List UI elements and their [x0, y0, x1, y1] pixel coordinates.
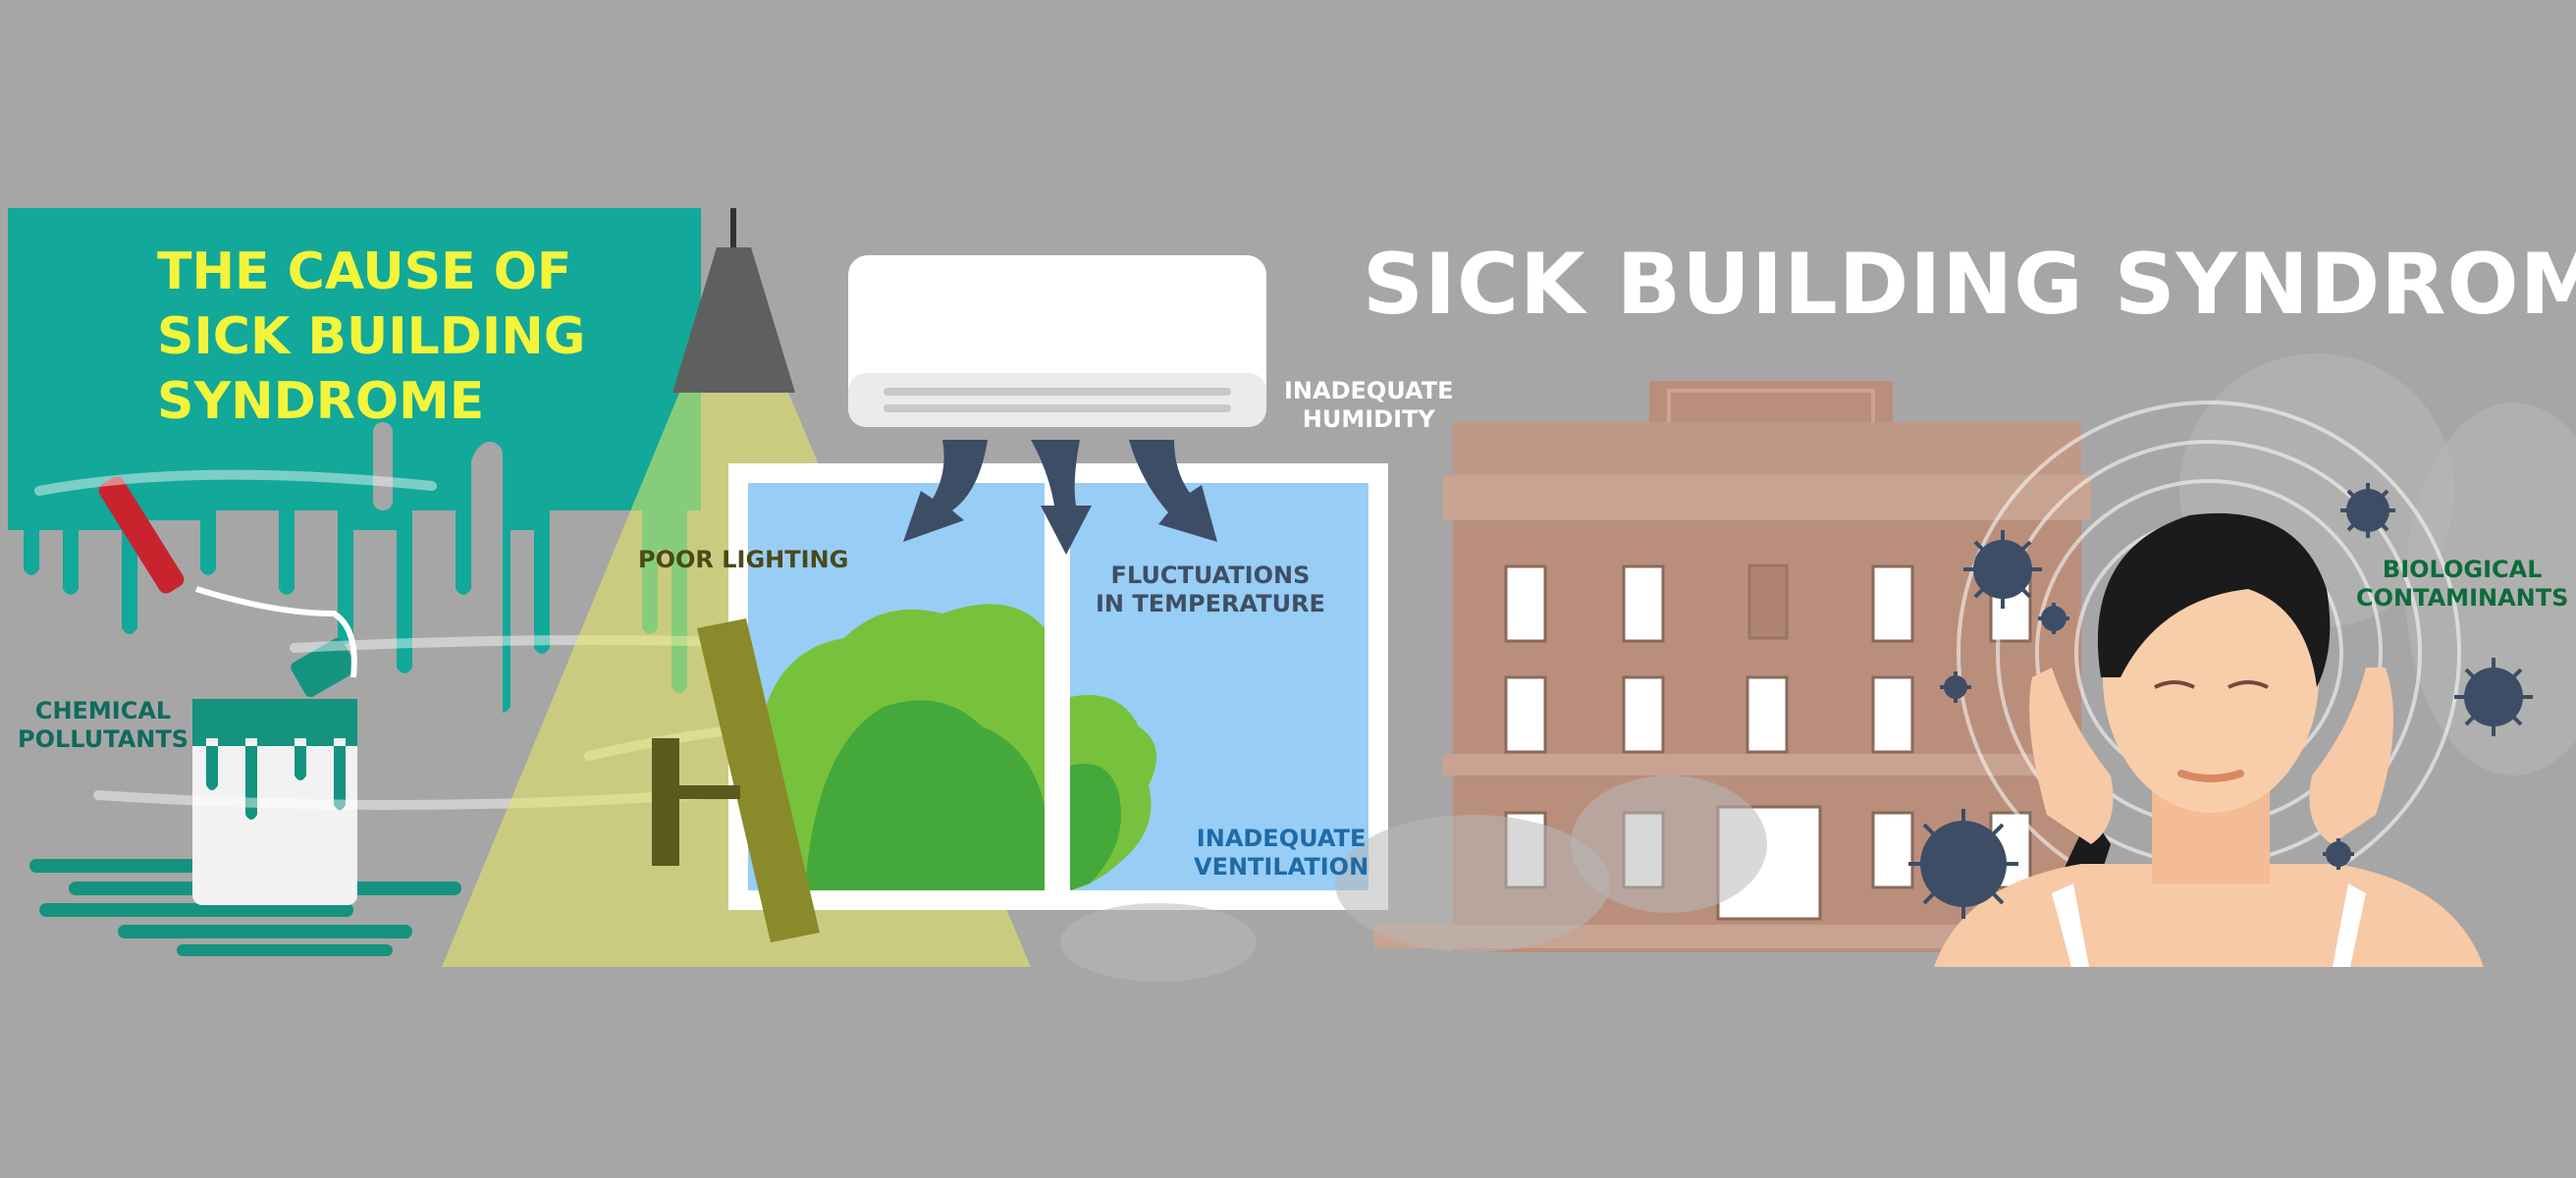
virus-icon	[2340, 483, 2395, 538]
dripping-paint-panel	[8, 208, 701, 756]
paint-roller-icon	[98, 476, 357, 678]
woman-with-headache	[1934, 512, 2484, 967]
cause-title: THE CAUSE OF SICK BUILDING SYNDROME	[157, 242, 586, 431]
virus-icon	[1963, 530, 2042, 609]
virus-icon	[2038, 603, 2069, 634]
virus-icon	[1940, 671, 1971, 703]
open-window-sash	[652, 618, 820, 942]
ceiling-lamp	[672, 208, 795, 393]
label-biological-contaminants: BIOLOGICAL CONTAMINANTS	[2356, 556, 2569, 612]
ac-airflow-arrows	[903, 440, 1217, 555]
virus-icon	[2323, 838, 2354, 870]
label-poor-lighting: POOR LIGHTING	[638, 546, 849, 573]
paint-puddle	[29, 859, 461, 956]
paint-can	[192, 637, 357, 905]
air-conditioner	[848, 255, 1266, 427]
virus-icon	[1908, 809, 2018, 919]
label-inadequate-humidity: INADEQUATE HUMIDITY	[1284, 377, 1454, 433]
label-chemical-pollutants: CHEMICAL POLLUTANTS	[18, 697, 189, 753]
ground	[0, 967, 2576, 1178]
main-title: SICK BUILDING SYNDROME	[1363, 236, 2576, 334]
virus-icon	[2454, 658, 2533, 736]
label-fluctuations-in-temperature: FLUCTUATIONS IN TEMPERATURE	[1096, 562, 1325, 617]
virus-particles	[1908, 483, 2533, 919]
label-inadequate-ventilation: INADEQUATE VENTILATION	[1194, 825, 1369, 881]
